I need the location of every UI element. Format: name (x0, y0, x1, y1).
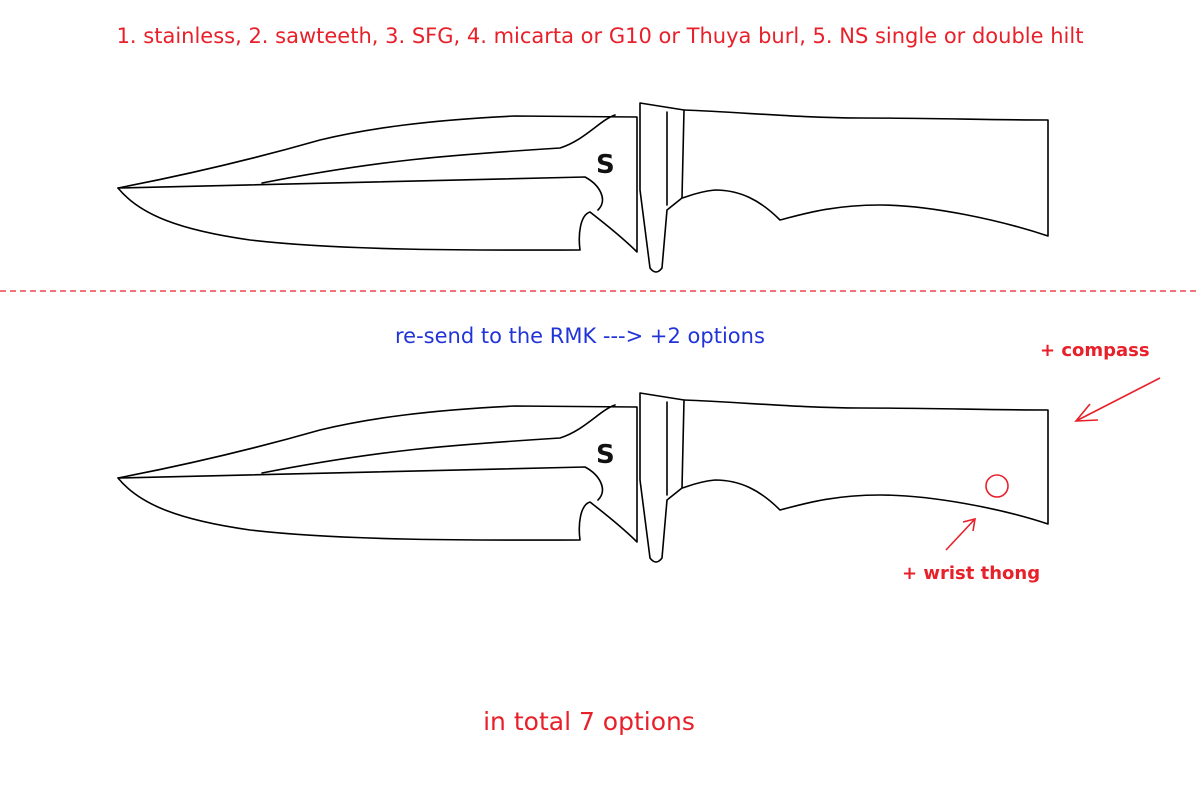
resend-note: re-send to the RMK ---> +2 options (395, 324, 765, 348)
compass-arrow (1074, 377, 1161, 422)
knife-bottom (117, 392, 1049, 563)
wrist-thong-arrow (945, 517, 976, 551)
wrist-thong-hole-marker (985, 474, 1009, 498)
knife-top-false-edge (261, 114, 616, 184)
knife-bottom-blade-outline (117, 405, 638, 543)
knife-top-mark: S (596, 150, 615, 180)
knife-top-handle (681, 109, 1049, 237)
knife-bottom-mark: S (596, 440, 615, 470)
compass-label: + compass (1040, 340, 1150, 361)
knife-top-grind-line (117, 176, 604, 211)
knife-bottom-guard (639, 392, 685, 563)
knife-top-blade-outline (117, 115, 638, 253)
knife-bottom-handle (681, 399, 1049, 525)
knife-top (117, 102, 1049, 273)
knife-top-guard (639, 102, 685, 273)
knife-bottom-grind-line (117, 466, 604, 501)
wrist-thong-label: + wrist thong (902, 563, 1041, 584)
knife-bottom-false-edge (261, 404, 616, 474)
total-options-note: in total 7 options (483, 707, 695, 736)
options-list: 1. stainless, 2. sawteeth, 3. SFG, 4. mi… (116, 24, 1084, 48)
